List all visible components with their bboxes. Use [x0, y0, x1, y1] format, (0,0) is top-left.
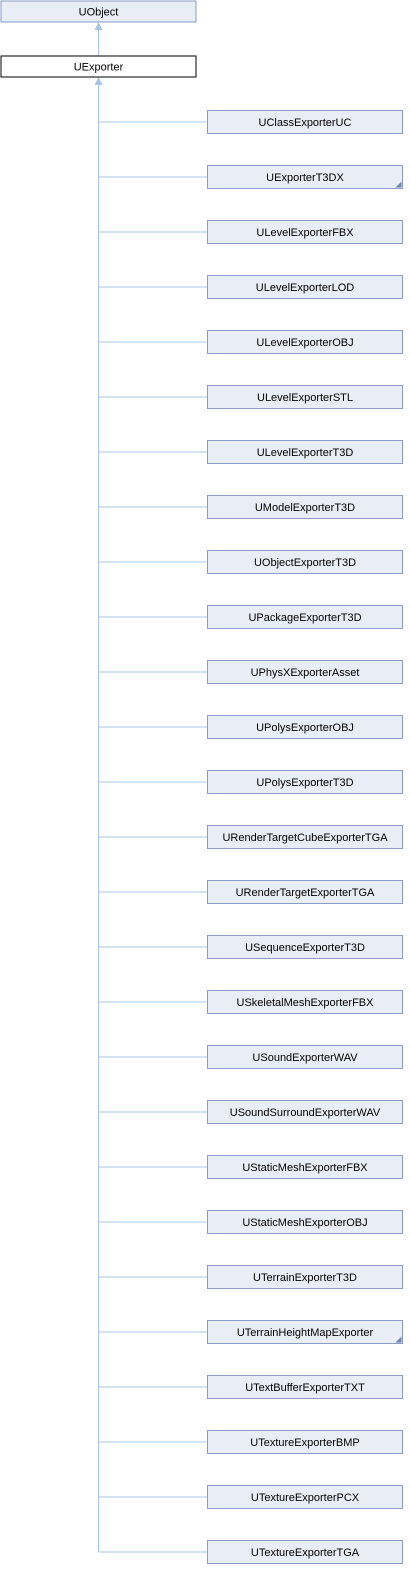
- node-ulevelexportert3d-box[interactable]: [207, 440, 403, 464]
- node-uphysxexporterasset[interactable]: UPhysXExporterAsset: [207, 660, 403, 684]
- node-utextureexportertga-label: UTextureExporterTGA: [251, 1547, 360, 1559]
- node-uskeletalmeshexporterfbx-box[interactable]: [207, 990, 403, 1014]
- node-ustaticmeshexporterfbx-label: UStaticMeshExporterFBX: [242, 1162, 368, 1174]
- node-upolysexportert3d-label: UPolysExporterT3D: [256, 777, 353, 789]
- node-usoundexporterwav-box[interactable]: [207, 1045, 403, 1069]
- node-urendertargetexportertga-box[interactable]: [207, 880, 403, 904]
- edge-arrowhead-uobject: [94, 22, 103, 30]
- node-upolysexportert3d[interactable]: UPolysExporterT3D: [207, 770, 403, 794]
- node-upolysexportert3d-box[interactable]: [207, 770, 403, 794]
- node-ulevelexporterlod-label: ULevelExporterLOD: [256, 282, 354, 294]
- node-ulevelexporterobj-box[interactable]: [207, 330, 403, 354]
- node-uterrainheightmapexporter-box[interactable]: [207, 1320, 403, 1344]
- node-ulevelexporterstl-box[interactable]: [207, 385, 403, 409]
- node-urendertargetexportertga[interactable]: URenderTargetExporterTGA: [207, 880, 403, 904]
- node-ulevelexporterfbx-label: ULevelExporterFBX: [256, 227, 354, 239]
- node-usoundsurroundexporterwav[interactable]: USoundSurroundExporterWAV: [207, 1100, 403, 1124]
- node-uobjectexportert3d-box[interactable]: [207, 550, 403, 574]
- node-uexportert3dx[interactable]: UExporterT3DX: [207, 165, 403, 189]
- node-urendertargetcubeexportertga[interactable]: URenderTargetCubeExporterTGA: [207, 825, 403, 849]
- node-urendertargetexportertga-label: URenderTargetExporterTGA: [236, 887, 375, 899]
- node-uobject-box[interactable]: [0, 0, 197, 23]
- node-ulevelexporterfbx[interactable]: ULevelExporterFBX: [207, 220, 403, 244]
- node-upolysexporterobj-box[interactable]: [207, 715, 403, 739]
- node-umodelexportert3d-label: UModelExporterT3D: [255, 502, 355, 514]
- node-uterrainexportert3d[interactable]: UTerrainExporterT3D: [207, 1265, 403, 1289]
- node-uclassexporteruc-box[interactable]: [207, 110, 403, 134]
- edges: [94, 22, 208, 1553]
- node-uobjectexportert3d-label: UObjectExporterT3D: [254, 557, 356, 569]
- node-usequenceexportert3d-label: USequenceExporterT3D: [245, 942, 365, 954]
- node-utextureexporterpcx-box[interactable]: [207, 1485, 403, 1509]
- node-uterrainexportert3d-box[interactable]: [207, 1265, 403, 1289]
- node-uskeletalmeshexporterfbx-label: USkeletalMeshExporterFBX: [237, 997, 375, 1009]
- node-ulevelexportert3d-label: ULevelExporterT3D: [257, 447, 354, 459]
- node-ulevelexporterlod-box[interactable]: [207, 275, 403, 299]
- node-uphysxexporterasset-label: UPhysXExporterAsset: [251, 667, 360, 679]
- node-utextureexportertga[interactable]: UTextureExporterTGA: [207, 1540, 403, 1564]
- truncated-marker-icon: [395, 181, 402, 188]
- node-ustaticmeshexporterobj-label: UStaticMeshExporterOBJ: [242, 1217, 367, 1229]
- node-upackageexportert3d-box[interactable]: [207, 605, 403, 629]
- node-uphysxexporterasset-box[interactable]: [207, 660, 403, 684]
- node-usoundexporterwav[interactable]: USoundExporterWAV: [207, 1045, 403, 1069]
- node-uexporter-label: UExporter: [74, 62, 124, 74]
- node-ulevelexporterobj-label: ULevelExporterOBJ: [256, 337, 353, 349]
- node-umodelexportert3d[interactable]: UModelExporterT3D: [207, 495, 403, 519]
- node-upolysexporterobj-label: UPolysExporterOBJ: [256, 722, 354, 734]
- node-uexporter[interactable]: UExporter: [0, 55, 197, 78]
- node-upackageexportert3d-label: UPackageExporterT3D: [248, 612, 361, 624]
- node-utextureexporterpcx-label: UTextureExporterPCX: [251, 1492, 360, 1504]
- node-umodelexportert3d-box[interactable]: [207, 495, 403, 519]
- node-usequenceexportert3d-box[interactable]: [207, 935, 403, 959]
- node-usoundsurroundexporterwav-label: USoundSurroundExporterWAV: [230, 1107, 381, 1119]
- node-uexporter-box[interactable]: [0, 55, 197, 78]
- node-usequenceexportert3d[interactable]: USequenceExporterT3D: [207, 935, 403, 959]
- node-uskeletalmeshexporterfbx[interactable]: USkeletalMeshExporterFBX: [207, 990, 403, 1014]
- node-uterrainheightmapexporter-label: UTerrainHeightMapExporter: [237, 1327, 374, 1339]
- node-ustaticmeshexporterfbx-box[interactable]: [207, 1155, 403, 1179]
- node-uobject-label: UObject: [79, 7, 119, 19]
- node-utextbufferexportertxt-box[interactable]: [207, 1375, 403, 1399]
- node-utextbufferexportertxt[interactable]: UTextBufferExporterTXT: [207, 1375, 403, 1399]
- node-ustaticmeshexporterobj[interactable]: UStaticMeshExporterOBJ: [207, 1210, 403, 1234]
- node-uclassexporteruc[interactable]: UClassExporterUC: [207, 110, 403, 134]
- node-urendertargetcubeexportertga-box[interactable]: [207, 825, 403, 849]
- node-usoundexporterwav-label: USoundExporterWAV: [252, 1052, 358, 1064]
- node-uterrainexportert3d-label: UTerrainExporterT3D: [253, 1272, 357, 1284]
- node-ulevelexporterlod[interactable]: ULevelExporterLOD: [207, 275, 403, 299]
- node-upackageexportert3d[interactable]: UPackageExporterT3D: [207, 605, 403, 629]
- node-ulevelexporterstl-label: ULevelExporterSTL: [257, 392, 353, 404]
- node-urendertargetcubeexportertga-label: URenderTargetCubeExporterTGA: [222, 832, 388, 844]
- node-ulevelexporterobj[interactable]: ULevelExporterOBJ: [207, 330, 403, 354]
- node-utextbufferexportertxt-label: UTextBufferExporterTXT: [245, 1382, 365, 1394]
- node-uterrainheightmapexporter[interactable]: UTerrainHeightMapExporter: [207, 1320, 403, 1344]
- node-uexportert3dx-label: UExporterT3DX: [266, 172, 344, 184]
- node-utextureexporterpcx[interactable]: UTextureExporterPCX: [207, 1485, 403, 1509]
- node-uexportert3dx-box[interactable]: [207, 165, 403, 189]
- edge-arrowhead-uexporter: [94, 77, 103, 85]
- node-ulevelexporterfbx-box[interactable]: [207, 220, 403, 244]
- node-ulevelexporterstl[interactable]: ULevelExporterSTL: [207, 385, 403, 409]
- node-uobjectexportert3d[interactable]: UObjectExporterT3D: [207, 550, 403, 574]
- node-uobject[interactable]: UObject: [0, 0, 197, 23]
- node-utextureexporterbmp-label: UTextureExporterBMP: [250, 1437, 359, 1449]
- node-ustaticmeshexporterobj-box[interactable]: [207, 1210, 403, 1234]
- node-utextureexporterbmp-box[interactable]: [207, 1430, 403, 1454]
- node-usoundsurroundexporterwav-box[interactable]: [207, 1100, 403, 1124]
- node-ustaticmeshexporterfbx[interactable]: UStaticMeshExporterFBX: [207, 1155, 403, 1179]
- truncated-marker-icon: [395, 1336, 402, 1343]
- node-ulevelexportert3d[interactable]: ULevelExporterT3D: [207, 440, 403, 464]
- node-upolysexporterobj[interactable]: UPolysExporterOBJ: [207, 715, 403, 739]
- node-uclassexporteruc-label: UClassExporterUC: [259, 117, 352, 129]
- node-utextureexporterbmp[interactable]: UTextureExporterBMP: [207, 1430, 403, 1454]
- node-utextureexportertga-box[interactable]: [207, 1540, 403, 1564]
- subclass-nodes: UClassExporterUC UExporterT3DX ULevelExpor…: [207, 110, 403, 1564]
